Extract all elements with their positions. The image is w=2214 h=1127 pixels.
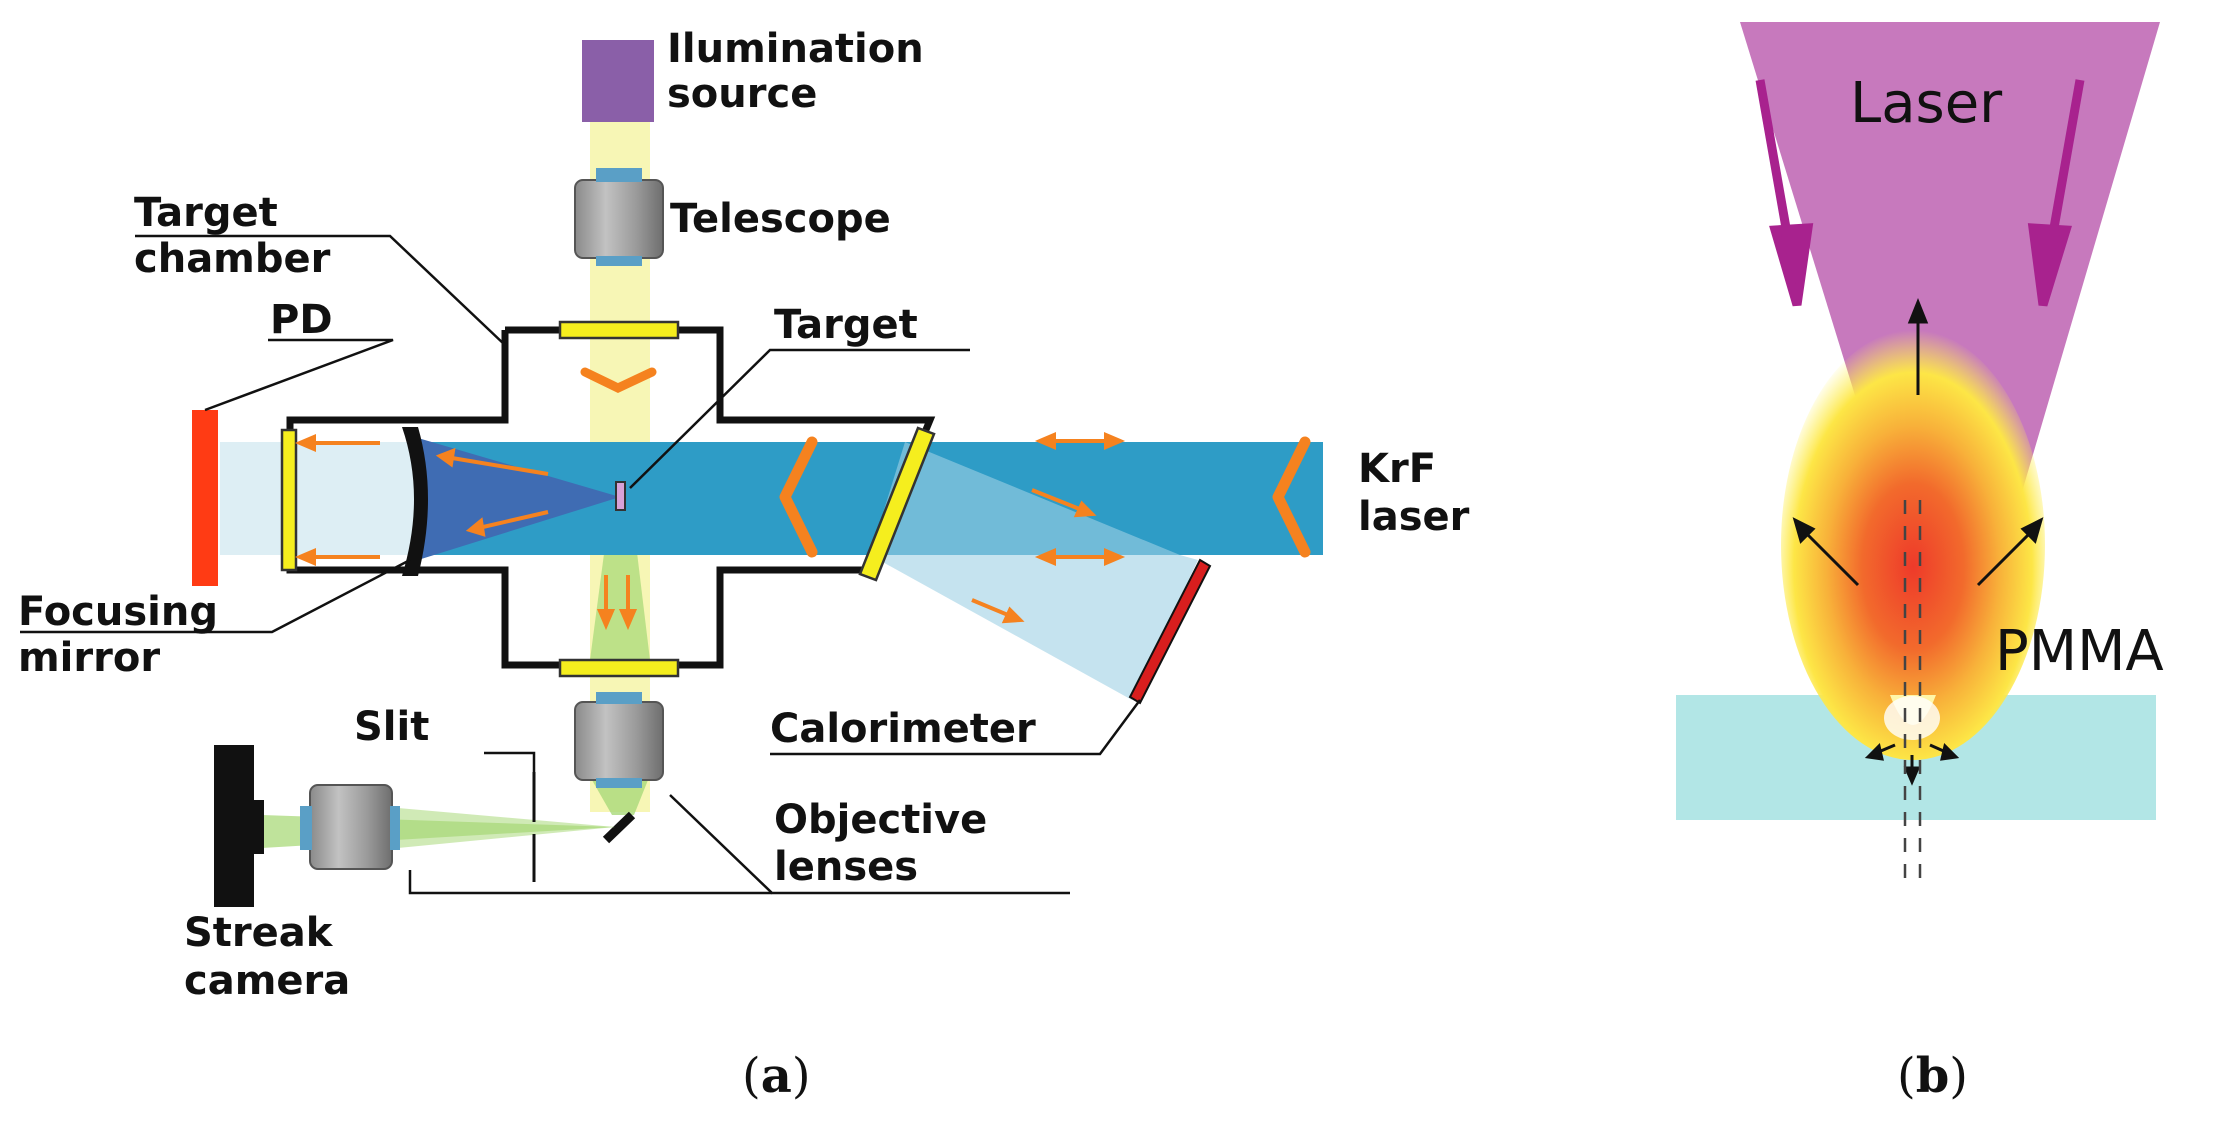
caption-a: (a) xyxy=(742,1048,811,1104)
label-streak-2: camera xyxy=(184,958,350,1004)
streak-beam-2 xyxy=(398,808,615,848)
illumination-source xyxy=(582,40,654,122)
cone-arrows xyxy=(1755,79,2085,307)
bottom-window xyxy=(558,658,680,678)
chevron-left xyxy=(779,436,818,558)
chevron-top xyxy=(580,367,657,393)
label-focusing-2: mirror xyxy=(18,635,160,681)
top-window xyxy=(558,320,680,340)
fold-mirror xyxy=(602,811,636,844)
left-window xyxy=(280,428,298,572)
orange-arrows xyxy=(294,431,1126,631)
label-krf-2: laser xyxy=(1358,494,1470,540)
label-pmma: PMMA xyxy=(1995,619,2164,684)
telescope xyxy=(574,168,664,266)
calorimeter-plate xyxy=(1128,558,1212,705)
label-target: Target xyxy=(774,302,918,348)
leader-lines xyxy=(20,234,1142,895)
label-illumination-1: Ilumination xyxy=(667,26,924,72)
label-focusing-1: Focusing xyxy=(18,589,218,635)
calorimeter-beam xyxy=(870,442,1198,700)
plume-white xyxy=(1884,696,1940,740)
objective-lens-side xyxy=(300,784,400,870)
label-target-chamber-1: Target xyxy=(134,190,278,236)
label-objective-1: Objective xyxy=(774,797,987,843)
objective-lens-bottom xyxy=(574,692,664,788)
label-calorimeter: Calorimeter xyxy=(770,706,1036,752)
expansion-arrows xyxy=(1792,297,2044,786)
pd-beam xyxy=(220,442,420,555)
label-slit: Slit xyxy=(354,704,429,750)
focusing-mirror xyxy=(402,427,428,576)
label-krf-1: KrF xyxy=(1358,446,1436,492)
label-telescope: Telescope xyxy=(670,196,891,242)
panel-a: Ilumination source Telescope Target cham… xyxy=(18,26,1470,1104)
pd-detector xyxy=(192,410,218,586)
label-laser: Laser xyxy=(1850,71,2003,136)
caption-b: (b) xyxy=(1897,1048,1968,1104)
chevron-right xyxy=(1272,436,1311,558)
dashed-axis xyxy=(1903,500,1922,880)
plume-outer xyxy=(1781,330,2045,760)
label-target-chamber-2: chamber xyxy=(134,236,331,282)
streak-camera xyxy=(214,745,264,907)
probe-beam-lower xyxy=(592,780,648,815)
target-chamber-outline xyxy=(286,326,936,669)
label-objective-2: lenses xyxy=(774,844,918,890)
target xyxy=(615,481,626,511)
label-streak-1: Streak xyxy=(184,910,334,956)
label-illumination-2: source xyxy=(667,71,817,117)
label-pd: PD xyxy=(270,297,333,343)
panel-b: Laser PMMA (b) xyxy=(1676,22,2164,1104)
beamsplitter xyxy=(858,426,936,582)
